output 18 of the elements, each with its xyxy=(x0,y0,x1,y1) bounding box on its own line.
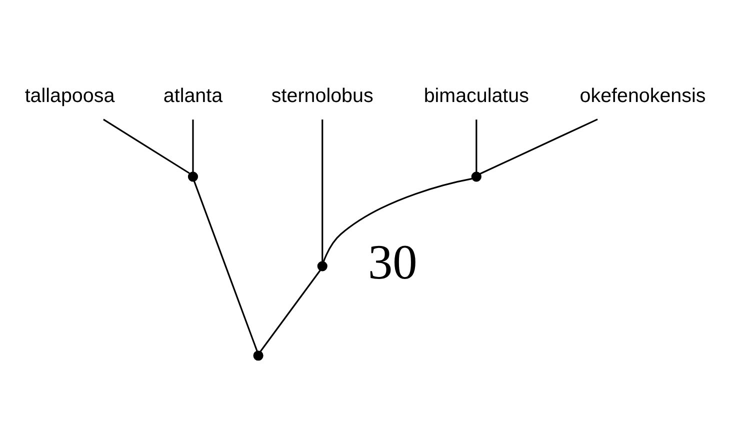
connector xyxy=(322,119,324,261)
label: 30 xyxy=(368,234,418,289)
node-text: tallapoosa xyxy=(24,84,115,106)
connector xyxy=(480,118,598,174)
node-circle xyxy=(317,260,328,271)
node-circle xyxy=(471,171,482,182)
node-text: atlanta xyxy=(163,84,223,106)
connector xyxy=(193,180,258,352)
connector xyxy=(260,269,321,352)
connector xyxy=(192,119,194,172)
node-circle xyxy=(188,171,198,182)
node-text: sternolobus xyxy=(271,84,374,106)
node-text: okefenokensis xyxy=(580,84,706,106)
node-circle xyxy=(253,350,264,360)
connector xyxy=(322,177,472,262)
connector xyxy=(476,119,478,172)
connector xyxy=(103,118,190,174)
node-text: bimaculatus xyxy=(424,84,529,106)
